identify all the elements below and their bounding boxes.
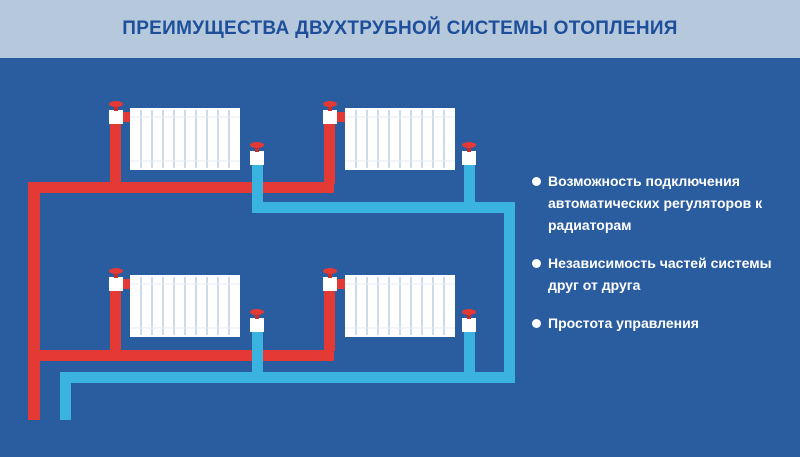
supply-valve-icon xyxy=(109,101,123,124)
radiator-lower-left xyxy=(129,274,241,338)
benefit-text: Возможность подключения автоматических р… xyxy=(548,173,763,233)
return-valve-icon xyxy=(462,309,476,332)
supply-valve-icon xyxy=(323,101,337,124)
bullet-icon xyxy=(532,259,541,268)
bullet-icon xyxy=(532,319,541,328)
radiator-upper-left xyxy=(129,107,241,171)
bullet-icon xyxy=(532,177,541,186)
benefits-list: Возможность подключения автоматических р… xyxy=(532,170,792,350)
return-valve-icon xyxy=(462,142,476,165)
benefit-item: Простота управления xyxy=(532,312,792,334)
benefit-item: Возможность подключения автоматических р… xyxy=(532,170,792,236)
radiator-lower-right xyxy=(344,274,456,338)
radiator-upper-right xyxy=(344,107,456,171)
benefit-text: Независимость частей системы друг от дру… xyxy=(548,255,772,293)
benefit-item: Независимость частей системы друг от дру… xyxy=(532,252,792,296)
return-valve-icon xyxy=(250,309,264,332)
benefit-text: Простота управления xyxy=(548,315,699,331)
page-title: ПРЕИМУЩЕСТВА ДВУХТРУБНОЙ СИСТЕМЫ ОТОПЛЕН… xyxy=(122,18,678,39)
return-pipes xyxy=(60,160,515,420)
header-band: ПРЕИМУЩЕСТВА ДВУХТРУБНОЙ СИСТЕМЫ ОТОПЛЕН… xyxy=(0,0,800,58)
supply-valve-icon xyxy=(323,268,337,291)
return-valve-icon xyxy=(250,142,264,165)
supply-valve-icon xyxy=(109,268,123,291)
supply-pipes xyxy=(28,112,346,420)
